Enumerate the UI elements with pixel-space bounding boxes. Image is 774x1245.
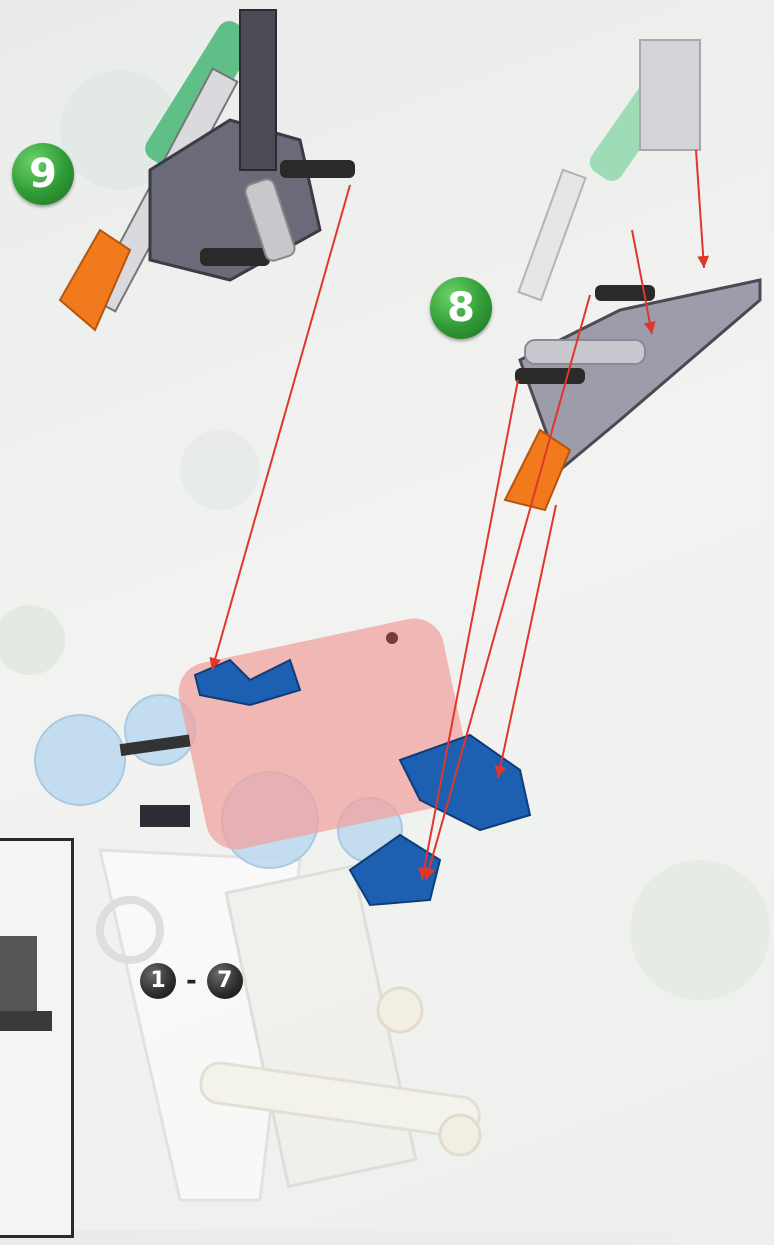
inset-model-illustration <box>0 841 71 1241</box>
step-9-badge: 9 <box>12 143 74 205</box>
step-8-number: 8 <box>447 285 475 331</box>
steps-range-badge: 1 - 7 <box>140 963 243 999</box>
inset-panel <box>0 838 74 1238</box>
step-8-badge: 8 <box>430 277 492 339</box>
range-separator: - <box>186 966 197 996</box>
range-end-badge: 7 <box>207 963 243 999</box>
range-start-badge: 1 <box>140 963 176 999</box>
step-9-number: 9 <box>29 151 57 197</box>
